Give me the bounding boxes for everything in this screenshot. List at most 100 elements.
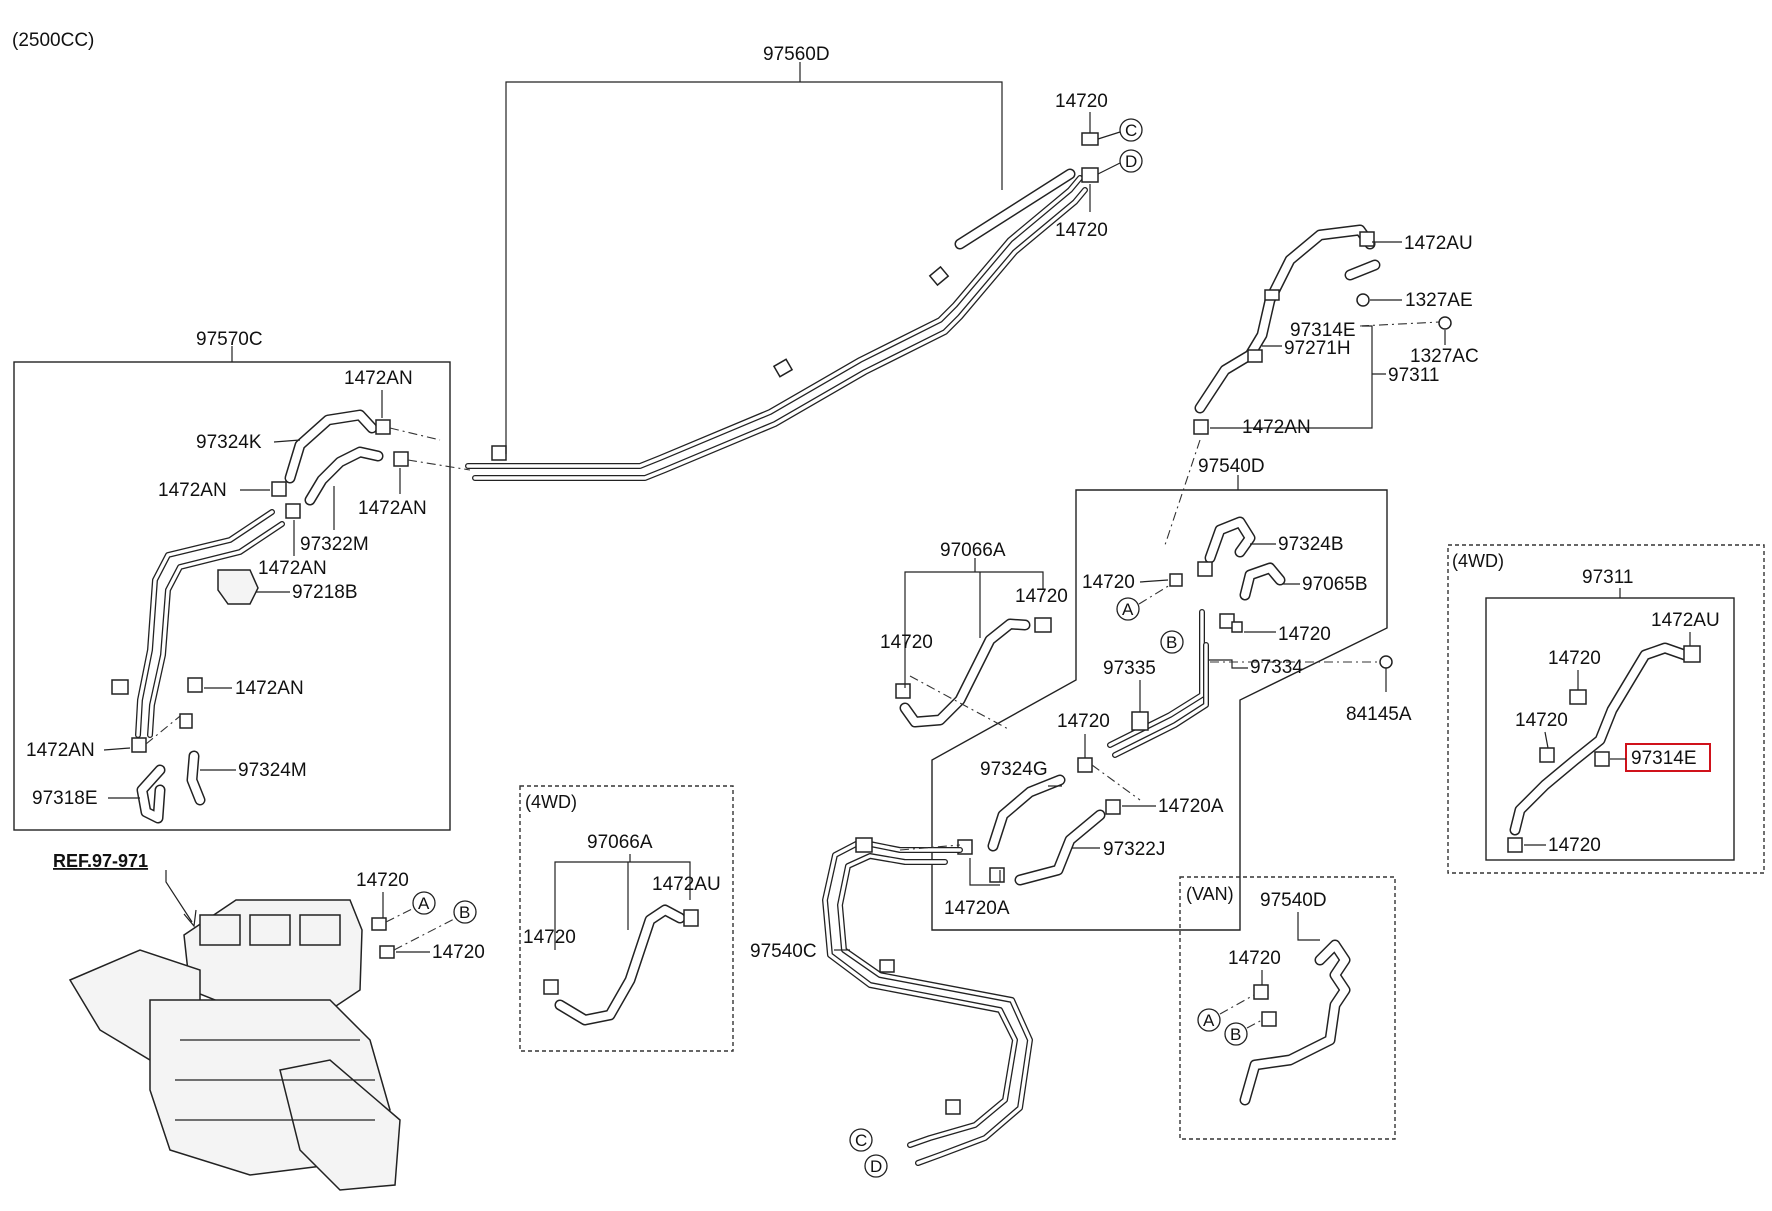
hose-97324k[interactable]: [284, 409, 378, 484]
connector-b-van: [1224, 1022, 1248, 1046]
leader-97334: [1208, 659, 1248, 669]
clamp-14720-c[interactable]: [1081, 132, 1099, 146]
heater-unit[interactable]: [68, 899, 401, 1191]
label-14720-4wd-r2: 14720: [1515, 710, 1568, 731]
dash-van-ab: [1219, 994, 1263, 1029]
connector-d-bottom: [864, 1154, 888, 1178]
hose-97318e[interactable]: [136, 764, 166, 824]
hose-97540d-van[interactable]: [1239, 939, 1351, 1106]
hose-97066a-4wd[interactable]: [543, 904, 699, 1026]
box-4wd-97311: [1447, 544, 1765, 874]
nut-1327ae[interactable]: [1356, 293, 1370, 307]
bolt-1327ac[interactable]: [1438, 316, 1452, 330]
label-14720a-r: 14720A: [1158, 796, 1224, 817]
label-14720-d: 14720: [1055, 220, 1108, 241]
group-van: (VAN): [1186, 884, 1234, 904]
clamp-1472an-f[interactable]: [131, 737, 147, 753]
leader-97324k: [273, 439, 301, 443]
leader-ref: [165, 870, 193, 923]
leader-97314e-dash: [1359, 321, 1441, 327]
label-97066a-4wd: 97066A: [587, 832, 653, 853]
label-84145a: 84145A: [1346, 704, 1412, 725]
clamp-14720-van1[interactable]: [1253, 984, 1269, 1000]
hose-97324m[interactable]: [186, 750, 206, 806]
clamp-1472an-b[interactable]: [393, 451, 409, 467]
clamp-14720-van2[interactable]: [1261, 1011, 1277, 1027]
hose-97322j[interactable]: [1014, 809, 1106, 886]
pipe-97540c[interactable]: [822, 837, 1033, 1166]
leader-14720-4wd-r2: [1544, 731, 1549, 749]
clamp-14720-ref1[interactable]: [371, 917, 387, 931]
letter-b-ref: B: [459, 903, 470, 922]
box-97311-inner: [1485, 597, 1735, 861]
label-97324b: 97324B: [1278, 534, 1344, 555]
pipe-97560d[interactable]: [465, 168, 1088, 481]
highlight-97314e[interactable]: [1625, 743, 1711, 772]
label-14720-van: 14720: [1228, 948, 1281, 969]
clamp-1472an-e[interactable]: [187, 677, 203, 693]
clamp-1472an-a[interactable]: [375, 419, 391, 435]
clamp-14720-r[interactable]: [1219, 613, 1235, 629]
label-14720-m: 14720: [1057, 711, 1110, 732]
pipe-97570c-inner[interactable]: [111, 509, 285, 738]
clamp-14720a-2[interactable]: [989, 867, 1005, 883]
label-1472an-b: 1472AN: [358, 498, 427, 519]
clamp-14720-r2[interactable]: [1231, 621, 1243, 633]
connector-a-mid: [1116, 597, 1140, 621]
hose-97322m[interactable]: [304, 446, 384, 506]
hose-97324b[interactable]: [1204, 516, 1256, 564]
letter-c-bottom: C: [855, 1131, 867, 1150]
label-97540d: 97540D: [1198, 456, 1265, 477]
label-14720-4wd-r3: 14720: [1548, 835, 1601, 856]
leader-14720-b: [1139, 579, 1169, 583]
connector-a-ref: [412, 891, 436, 915]
connector-c-bottom: [849, 1128, 873, 1152]
label-97540d-van: 97540D: [1260, 890, 1327, 911]
connector-c-top: [1119, 118, 1143, 142]
clamp-14720-d[interactable]: [1081, 167, 1099, 183]
letter-d-bottom: D: [870, 1157, 882, 1176]
box-97540d: [931, 489, 1388, 931]
nut-84145a[interactable]: [1379, 655, 1393, 669]
label-97066a: 97066A: [940, 540, 1006, 561]
label-14720-ref2: 14720: [432, 942, 485, 963]
leader-97311: [1238, 325, 1386, 429]
ref-label: REF.97-971: [53, 851, 148, 871]
label-97540c: 97540C: [750, 941, 817, 962]
clamp-1472an-g[interactable]: [179, 713, 193, 729]
label-14720-top: 14720: [1055, 91, 1108, 112]
hose-97066a[interactable]: [895, 617, 1052, 728]
label-97334: 97334: [1250, 657, 1303, 678]
clamp-14720-ref2[interactable]: [379, 945, 395, 959]
clamp-14720a-r[interactable]: [1105, 799, 1121, 815]
dash-97570c-link: [389, 427, 471, 471]
label-97218b: 97218B: [292, 582, 358, 603]
clamp-14720-m[interactable]: [1077, 757, 1093, 773]
label-97314e-top: 97314E: [1290, 320, 1356, 341]
label-97560d: 97560D: [763, 44, 830, 65]
dash-97540d-top: [1164, 439, 1201, 546]
connector-a-van: [1197, 1008, 1221, 1032]
leader-97540d-van: [1297, 912, 1320, 941]
clamp-1472an-c[interactable]: [271, 481, 287, 497]
label-97322j: 97322J: [1103, 839, 1165, 860]
label-97318e: 97318E: [32, 788, 98, 809]
label-1472an-e: 1472AN: [235, 678, 304, 699]
dash-ref-ab: [385, 907, 457, 951]
clamp-1472an-d[interactable]: [285, 503, 301, 519]
label-1472au-top: 1472AU: [1404, 233, 1473, 254]
hose-97311-4wd[interactable]: [1507, 642, 1701, 853]
label-1327ac: 1327AC: [1410, 346, 1479, 367]
letter-a-mid: A: [1122, 600, 1134, 619]
hose-97311[interactable]: [1193, 224, 1381, 435]
label-14720-066a-l: 14720: [880, 632, 933, 653]
dash-14720-m: [1091, 764, 1141, 801]
leader-97066a: [904, 558, 1044, 688]
clamp-14720-b2[interactable]: [1169, 573, 1183, 587]
bracket-97218b[interactable]: [217, 569, 259, 605]
clamp-14720-b1[interactable]: [1197, 561, 1213, 577]
pipe-97335[interactable]: [1107, 609, 1209, 758]
hose-97065b[interactable]: [1239, 562, 1286, 601]
hose-97324g[interactable]: [987, 774, 1066, 852]
